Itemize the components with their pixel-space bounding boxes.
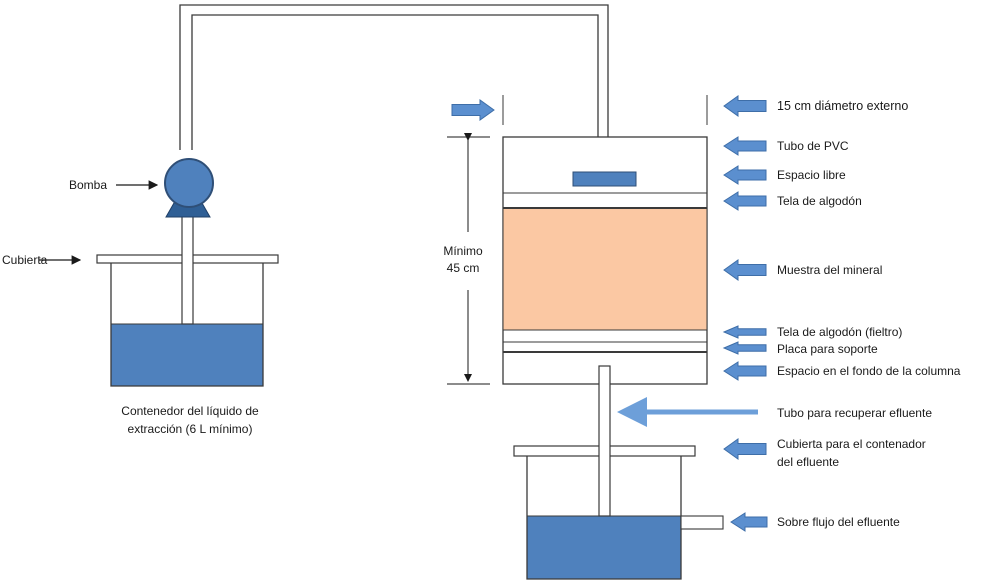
label-sobre-flujo: Sobre flujo del efluente [777,515,900,529]
arrow-cubierta-efluente-icon [723,438,767,460]
arrow-tubo-pvc-icon [723,136,767,156]
arrow-espacio-libre-icon [723,165,767,185]
label-tela-fieltro: Tela de algodón (fieltro) [777,325,902,339]
arrow-muestra-icon [723,259,767,281]
label-placa: Placa para soporte [777,342,878,356]
distribution-plate [572,171,637,187]
label-bomba: Bomba [69,178,107,192]
label-cubierta: Cubierta [2,253,48,267]
arrow-tela-fieltro-icon [722,325,767,339]
label-minimo-1: Mínimo [443,244,483,258]
label-espacio-fondo: Espacio en el fondo de la columna [777,364,961,378]
label-cubierta-efluente-1: Cubierta para el contenador [777,437,926,451]
label-tubo-pvc: Tubo de PVC [777,139,849,153]
arrow-tela-algodon-icon [723,191,767,211]
overflow-pipe [680,515,724,530]
effluent-container [513,365,724,580]
label-cubierta-efluente-2: del efluente [777,455,839,469]
arrow-espacio-fondo-icon [723,361,767,381]
feed-pipe [179,4,609,162]
arrow-sobre-flujo-icon [730,512,768,532]
extraction-liquid-container [96,204,279,387]
height-dimension [447,133,490,385]
arrow-placa-icon [722,341,767,355]
label-tubo-recuperar: Tubo para recuperar efluente [777,406,932,420]
arrow-diametro-icon [723,95,767,117]
label-espacio-libre: Espacio libre [777,168,846,182]
label-contenedor-1: Contenedor del líquido de [121,404,259,418]
arrow-diametro-left-icon [451,99,495,121]
mineral-sample [502,207,708,331]
label-diametro: 15 cm diámetro externo [777,99,908,113]
liquid-fill [110,323,264,387]
pvc-column [502,136,708,385]
label-muestra: Muestra del mineral [777,263,882,277]
label-tela-algodon: Tela de algodón [777,194,862,208]
pump-icon [164,158,214,218]
label-contenedor-2: extracción (6 L mínimo) [128,422,253,436]
suction-pipe [181,204,194,325]
label-minimo-2: 45 cm [447,261,480,275]
effluent-tube [598,365,611,517]
effluent-liquid [526,515,682,580]
